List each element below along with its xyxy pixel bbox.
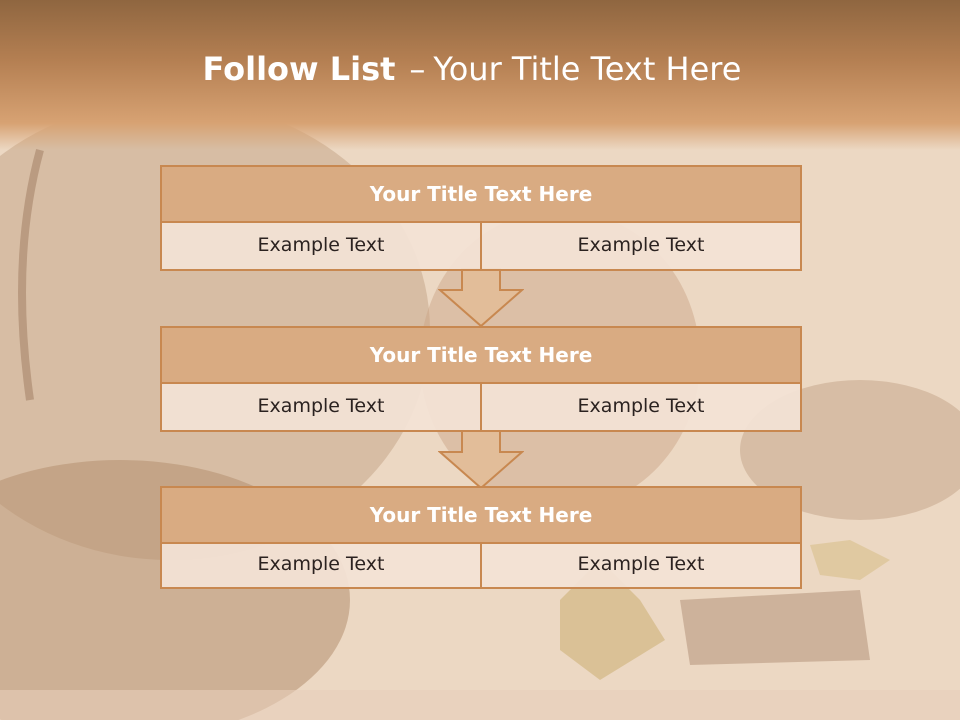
list-block-2: Your Title Text Here Example Text Exampl… [160,326,802,432]
down-arrow-icon [438,268,524,328]
title-separator: – [409,50,426,88]
title-subtitle: Your Title Text Here [433,50,742,88]
block-row: Example Text Example Text [160,544,802,589]
block-cell-right: Example Text [482,223,802,271]
block-title: Your Title Text Here [160,326,802,384]
block-row: Example Text Example Text [160,223,802,271]
block-cell-right: Example Text [482,384,802,432]
block-title: Your Title Text Here [160,486,802,544]
title-bar [0,0,960,150]
block-cell-left: Example Text [160,544,482,589]
block-title: Your Title Text Here [160,165,802,223]
list-block-3: Your Title Text Here Example Text Exampl… [160,486,802,589]
block-cell-right: Example Text [482,544,802,589]
block-row: Example Text Example Text [160,384,802,432]
list-block-1: Your Title Text Here Example Text Exampl… [160,165,802,271]
slide-title: Follow List–Your Title Text Here [0,50,944,88]
block-cell-left: Example Text [160,384,482,432]
down-arrow-icon [438,430,524,490]
title-main: Follow List [202,50,396,88]
block-cell-left: Example Text [160,223,482,271]
